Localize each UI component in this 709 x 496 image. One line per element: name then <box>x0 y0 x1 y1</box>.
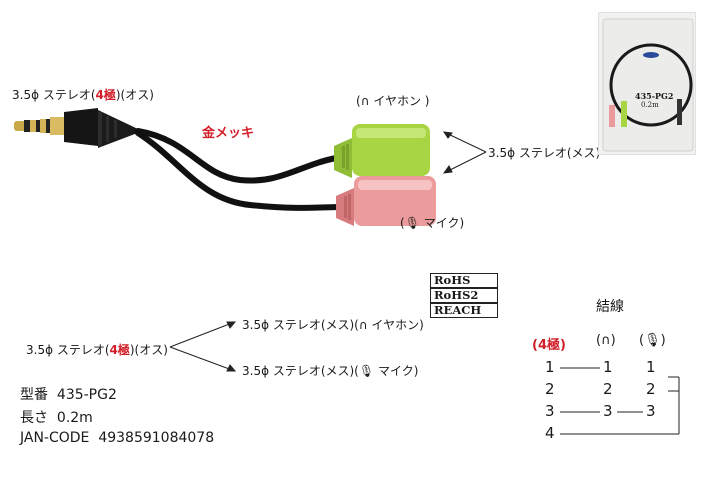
diagram-input-poles: 4極 <box>109 343 130 357</box>
diagram-output-mic: 3.5ϕ ステレオ(メス)(🎙 マイク) <box>242 364 419 378</box>
headphone-icon: ∩ <box>601 333 611 348</box>
wire-mid-3: 3 <box>603 402 613 420</box>
length-row: 長さ 0.2m <box>20 407 93 427</box>
model-value: 435-PG2 <box>56 387 117 403</box>
rohs-badge: RoHS <box>430 273 498 288</box>
diagram-input-suffix: )(オス) <box>129 343 168 357</box>
diagram-output-mic-text: 3.5ϕ ステレオ(メス)( <box>242 364 359 378</box>
length-value: 0.2m <box>56 410 93 426</box>
wire-mid-2: 2 <box>603 380 613 398</box>
reach-badge: REACH <box>430 303 498 318</box>
headphone-icon: ∩ <box>360 94 370 108</box>
wire-left-1: 1 <box>545 358 555 376</box>
gold-plated-label: 金メッキ <box>202 126 255 141</box>
mic-label-text: マイク <box>423 216 460 230</box>
diagram-input-prefix: 3.5ϕ ステレオ( <box>26 343 110 357</box>
jan-label: JAN-CODE <box>20 430 90 446</box>
wire-right-1: 1 <box>646 358 656 376</box>
jan-value: 4938591084078 <box>98 430 215 446</box>
headphone-label-text: イヤホン <box>373 94 421 108</box>
headphone-label: (∩ イヤホン ) <box>356 94 430 108</box>
wire-left-4: 4 <box>545 424 555 442</box>
diagram-output-headphone: 3.5ϕ ステレオ(メス)(∩ イヤホン) <box>242 318 424 332</box>
rohs2-badge: RoHS2 <box>430 288 498 303</box>
green-jack <box>334 124 430 178</box>
plug-label-prefix: 3.5ϕ ステレオ( <box>12 88 96 102</box>
diagram-input-label: 3.5ϕ ステレオ(4極)(オス) <box>26 341 168 358</box>
wire-right-3: 3 <box>646 402 656 420</box>
model-row: 型番 435-PG2 <box>20 384 117 404</box>
wiring-head-headphone: (∩) <box>596 333 616 348</box>
diagram-arrows <box>169 321 237 372</box>
plug-label-poles: 4極 <box>95 88 116 102</box>
wiring-head-mic: (🎙) <box>639 333 666 348</box>
package-thumbnail: 435-PG2 0.2m <box>598 12 696 155</box>
plug-label-suffix: )(オス) <box>115 88 154 102</box>
package-illustration <box>602 18 694 152</box>
wiring-lines <box>560 367 680 435</box>
model-label: 型番 <box>20 387 48 403</box>
mic-label: (🎙 マイク) <box>400 216 465 230</box>
pink-jack <box>336 176 436 226</box>
thumbnail-model: 435-PG2 <box>635 91 674 101</box>
mic-icon: 🎙 <box>404 216 420 230</box>
wire-left-3: 3 <box>545 402 555 420</box>
wiring-title: 結線 <box>596 299 624 315</box>
mic-icon: 🎙 <box>644 333 661 348</box>
wiring-head-poles: (4極) <box>532 338 566 353</box>
diagram-output-mic-tail: マイク <box>377 364 414 378</box>
diagram-output-headphone-tail: イヤホン <box>371 318 420 332</box>
plug-body <box>64 108 140 148</box>
headphone-icon: ∩ <box>358 318 368 332</box>
wire-right-2: 2 <box>646 380 656 398</box>
jack-label: 3.5ϕ ステレオ(メス) <box>488 146 601 160</box>
wire-left-2: 2 <box>545 380 555 398</box>
length-label: 長さ <box>20 410 48 426</box>
diagram-output-headphone-text: 3.5ϕ ステレオ(メス)( <box>242 318 359 332</box>
cable <box>135 128 343 211</box>
plug-label: 3.5ϕ ステレオ(4極)(オス) <box>12 86 154 103</box>
thumbnail-length: 0.2m <box>641 101 659 109</box>
plug-tip <box>14 117 64 135</box>
jan-row: JAN-CODE 4938591084078 <box>20 430 214 446</box>
wire-mid-1: 1 <box>603 358 613 376</box>
jack-arrows <box>442 131 487 174</box>
mic-icon: 🎙 <box>358 364 375 378</box>
